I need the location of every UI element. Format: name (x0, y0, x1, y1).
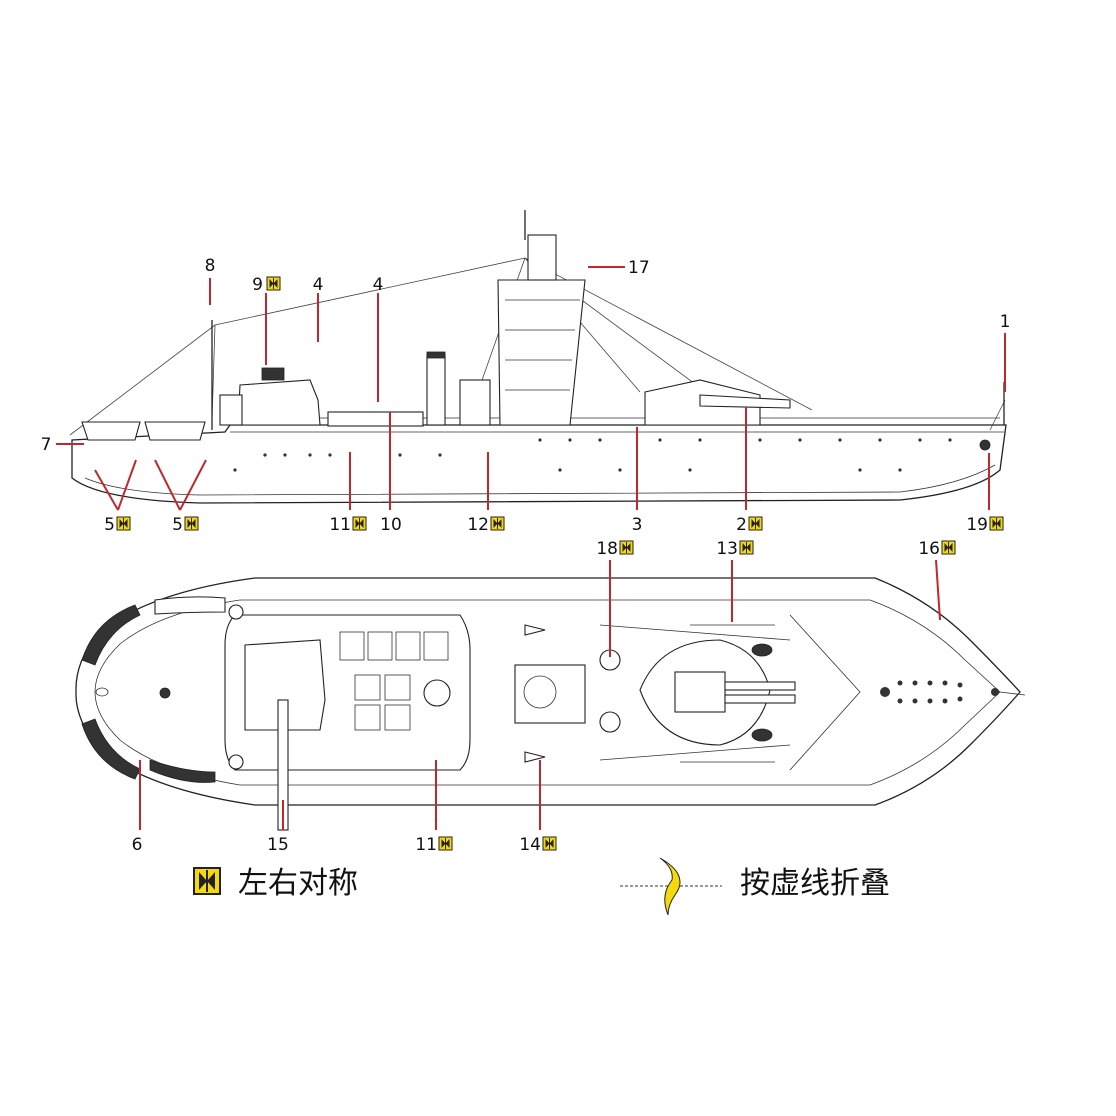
tower-floors (505, 299, 580, 391)
deck-rigging (599, 624, 791, 761)
part-label-11b: 11 (415, 835, 437, 855)
aft-turret-top (244, 639, 326, 731)
symmetric-icon (941, 540, 956, 555)
part-label-5b: 5 (172, 515, 183, 535)
part-label-10: 10 (380, 515, 402, 535)
part-label-2: 2 (736, 515, 747, 535)
deck-cages (339, 631, 451, 731)
anchor (979, 439, 991, 451)
fold-arrow-icon (659, 857, 681, 916)
symmetric-legend-text: 左右对称 (238, 866, 358, 901)
part-label-11a: 11 (329, 515, 351, 535)
side-view (69, 210, 1007, 504)
top-deck-edge (94, 599, 1001, 786)
part-label-17: 17 (628, 258, 650, 278)
stern-boat (144, 421, 206, 441)
part-label-1: 1 (1000, 312, 1011, 332)
symmetric-icon (989, 516, 1004, 531)
symmetric-icon (748, 516, 763, 531)
part-label-18: 18 (596, 539, 618, 559)
leader-5b (154, 459, 207, 511)
part-label-7: 7 (41, 435, 52, 455)
symmetric-icon (542, 836, 557, 851)
boat-port (154, 596, 226, 615)
funnel-cap (426, 351, 446, 359)
part-label-4a: 4 (313, 275, 324, 295)
aft-superstructure (237, 379, 321, 426)
main-gun-house (674, 671, 726, 713)
fold-legend-text: 按虚线折叠 (740, 866, 890, 901)
stern-winch (228, 604, 244, 620)
side-hull (71, 424, 1007, 504)
deck-strip (680, 624, 775, 763)
part-label-19: 19 (966, 515, 988, 535)
symmetric-icon (116, 516, 131, 531)
tower-top (527, 234, 557, 281)
vent (751, 643, 773, 657)
leader-5a (94, 459, 137, 511)
mid-deckhouse (459, 379, 491, 426)
stern-winch (228, 754, 244, 770)
part-label-13: 13 (716, 539, 738, 559)
leader-lines (56, 266, 1006, 830)
part-label-12: 12 (467, 515, 489, 535)
tower-rangefinder (523, 675, 557, 709)
part-label-3: 3 (632, 515, 643, 535)
deck-gun-port (524, 624, 546, 636)
part-label-14: 14 (519, 835, 541, 855)
leader-16 (935, 559, 941, 621)
stern-fitting (95, 687, 109, 697)
funnel (426, 354, 446, 426)
anchor-chains (880, 680, 999, 704)
boat-port-bow (81, 604, 141, 666)
part-label-8: 8 (205, 256, 216, 276)
bow-staff (999, 691, 1026, 696)
symmetric-icon (619, 540, 634, 555)
aft-platform (219, 394, 243, 426)
main-gun-top-1 (724, 681, 796, 691)
main-gun-top-2 (724, 694, 796, 704)
vent (751, 728, 773, 742)
part-label-9: 9 (252, 275, 263, 295)
part-label-16: 16 (918, 539, 940, 559)
symmetric-icon (184, 516, 199, 531)
symmetric-icon (739, 540, 754, 555)
symmetric-legend-icon (193, 867, 221, 895)
main-gun-barrel (699, 394, 791, 409)
part-label-5a: 5 (104, 515, 115, 535)
boat-stbd-bow (81, 718, 141, 780)
part-labels: 1 4 4 8 9 17 7 5 5 11 10 12 3 2 19 18 13… (41, 256, 1011, 855)
legend: 左右对称 按虚线折叠 (193, 857, 890, 916)
symmetric-icon (266, 276, 281, 291)
symmetric-icon (490, 516, 505, 531)
tower-top-view (514, 664, 586, 724)
top-view (75, 577, 1026, 831)
waterline (84, 464, 996, 496)
boat-stbd (149, 759, 216, 783)
part-label-4b: 4 (373, 275, 384, 295)
portholes (233, 438, 952, 472)
main-tower (497, 279, 586, 426)
searchlight (599, 711, 621, 733)
symmetric-icon (438, 836, 453, 851)
symmetric-icon (352, 516, 367, 531)
aft-gun (261, 367, 285, 381)
part-label-6: 6 (132, 835, 143, 855)
part-label-15: 15 (267, 835, 289, 855)
midship-cages (327, 411, 424, 427)
foredeck-outline (789, 614, 861, 771)
stern-capstan (159, 687, 171, 699)
deck-gun-stbd (524, 751, 546, 763)
stern-boat (81, 421, 141, 441)
rigging-line (69, 257, 813, 436)
